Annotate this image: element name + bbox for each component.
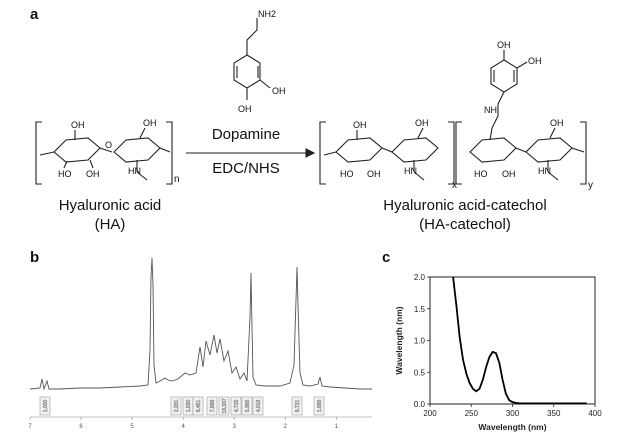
integral-box <box>313 396 325 416</box>
nh2-label: NH2 <box>258 9 276 19</box>
o-label: O <box>105 140 112 150</box>
nmr-tick-label: 2 <box>284 424 288 430</box>
oh-label: OH <box>550 118 564 128</box>
integral-value: 1.530 <box>186 400 192 413</box>
oh-label: OH <box>367 169 381 179</box>
hn-label: HN <box>404 166 417 176</box>
integral-box <box>241 396 253 416</box>
panel-a-letter: a <box>30 6 39 23</box>
integral-value: 4.018 <box>256 400 262 413</box>
y-tick-label: 2.0 <box>414 273 426 282</box>
integral-value: 8.451 <box>196 400 202 413</box>
nh-label: NH <box>484 105 497 115</box>
x-tick-label: 250 <box>465 409 479 418</box>
integral-value: 5.366 <box>245 400 251 413</box>
nmr-tick-label: 4 <box>181 424 185 430</box>
integral-box <box>218 396 230 416</box>
y-axis-label: Wavelength (nm) <box>394 306 404 374</box>
nmr-tick-label: 5 <box>130 424 134 430</box>
integral-value: 4.725 <box>234 400 240 413</box>
panel-b-letter: b <box>30 249 40 266</box>
panel-c-letter: c <box>382 249 391 266</box>
reagent-dopamine: Dopamine <box>211 126 281 143</box>
ho-label: HO <box>58 169 72 179</box>
y-tick-label: 1.5 <box>414 305 426 314</box>
oh-label: OH <box>238 104 252 114</box>
ho-label: HO <box>340 169 354 179</box>
integral-value: 13.337 <box>222 398 228 414</box>
oh-label: OH <box>353 120 367 130</box>
hac-name: Hyaluronic acid-catechol <box>383 197 547 214</box>
reagent-edc-nhs: EDC/NHS <box>212 160 280 177</box>
oh-label: OH <box>143 118 157 128</box>
x-subscript: x <box>452 180 457 191</box>
oh-label: OH <box>86 169 100 179</box>
dopamine-structure <box>233 18 271 100</box>
oh-label: OH <box>528 56 542 66</box>
oh-label: OH <box>502 169 516 179</box>
ha-bracket-left <box>35 121 42 185</box>
nmr-tick-label: 6 <box>79 424 83 430</box>
integral-value: 9.721 <box>295 400 301 413</box>
hn-label: HN <box>128 166 141 176</box>
x-tick-label: 200 <box>423 409 437 418</box>
y-tick-label: 0.0 <box>414 400 426 409</box>
ho-label: HO <box>474 169 488 179</box>
integral-box <box>170 396 182 416</box>
integral-box <box>291 396 303 416</box>
integral-box <box>192 396 204 416</box>
x-axis-label: Wavelength (nm) <box>478 422 546 432</box>
ha-name: Hyaluronic acid <box>58 197 162 214</box>
y-subscript: y <box>588 180 593 191</box>
nmr-trace <box>29 257 372 391</box>
integral-value: 1.000 <box>43 400 49 413</box>
nmr-tick-label: 7 <box>28 424 32 430</box>
ha-bracket-right <box>166 121 173 185</box>
nmr-tick-label: 3 <box>233 424 237 430</box>
x-tick-label: 350 <box>547 409 561 418</box>
ha-abbr: (HA) <box>94 216 126 233</box>
x-tick-label: 400 <box>588 409 602 418</box>
integral-box <box>39 396 51 416</box>
oh-label: OH <box>71 120 85 130</box>
y-tick-label: 0.5 <box>414 368 426 377</box>
oh-label: OH <box>415 118 429 128</box>
uv-vis-chart: 200 250 300 350 400 0.0 0.5 1.0 1.5 2.0Wavelength… <box>394 273 602 432</box>
hac-abbr: (HA-catechol) <box>419 216 511 233</box>
y-tick-label: 1.0 <box>414 337 426 346</box>
absorbance-series-line <box>452 276 587 405</box>
reaction-scheme: NH2 OH OH OH HO OH OH HN O n OH HO OH OH… <box>35 9 593 191</box>
integral-value: 2.281 <box>174 400 180 413</box>
nmr-tick-label: 1 <box>335 424 339 430</box>
oh-label: OH <box>497 40 511 50</box>
integral-box <box>206 396 218 416</box>
x-tick-label: 300 <box>506 409 520 418</box>
hn-label: HN <box>538 166 551 176</box>
nmr-spectrum: 1.000 2.281 1.530 8.451 7.888 13.337 4.725 5.36… <box>28 257 372 430</box>
oh-label: OH <box>272 86 286 96</box>
integral-value: 1.086 <box>317 400 323 413</box>
integral-box <box>230 396 242 416</box>
integral-value: 7.888 <box>210 400 216 413</box>
integral-box <box>252 396 264 416</box>
n-subscript: n <box>174 174 180 185</box>
